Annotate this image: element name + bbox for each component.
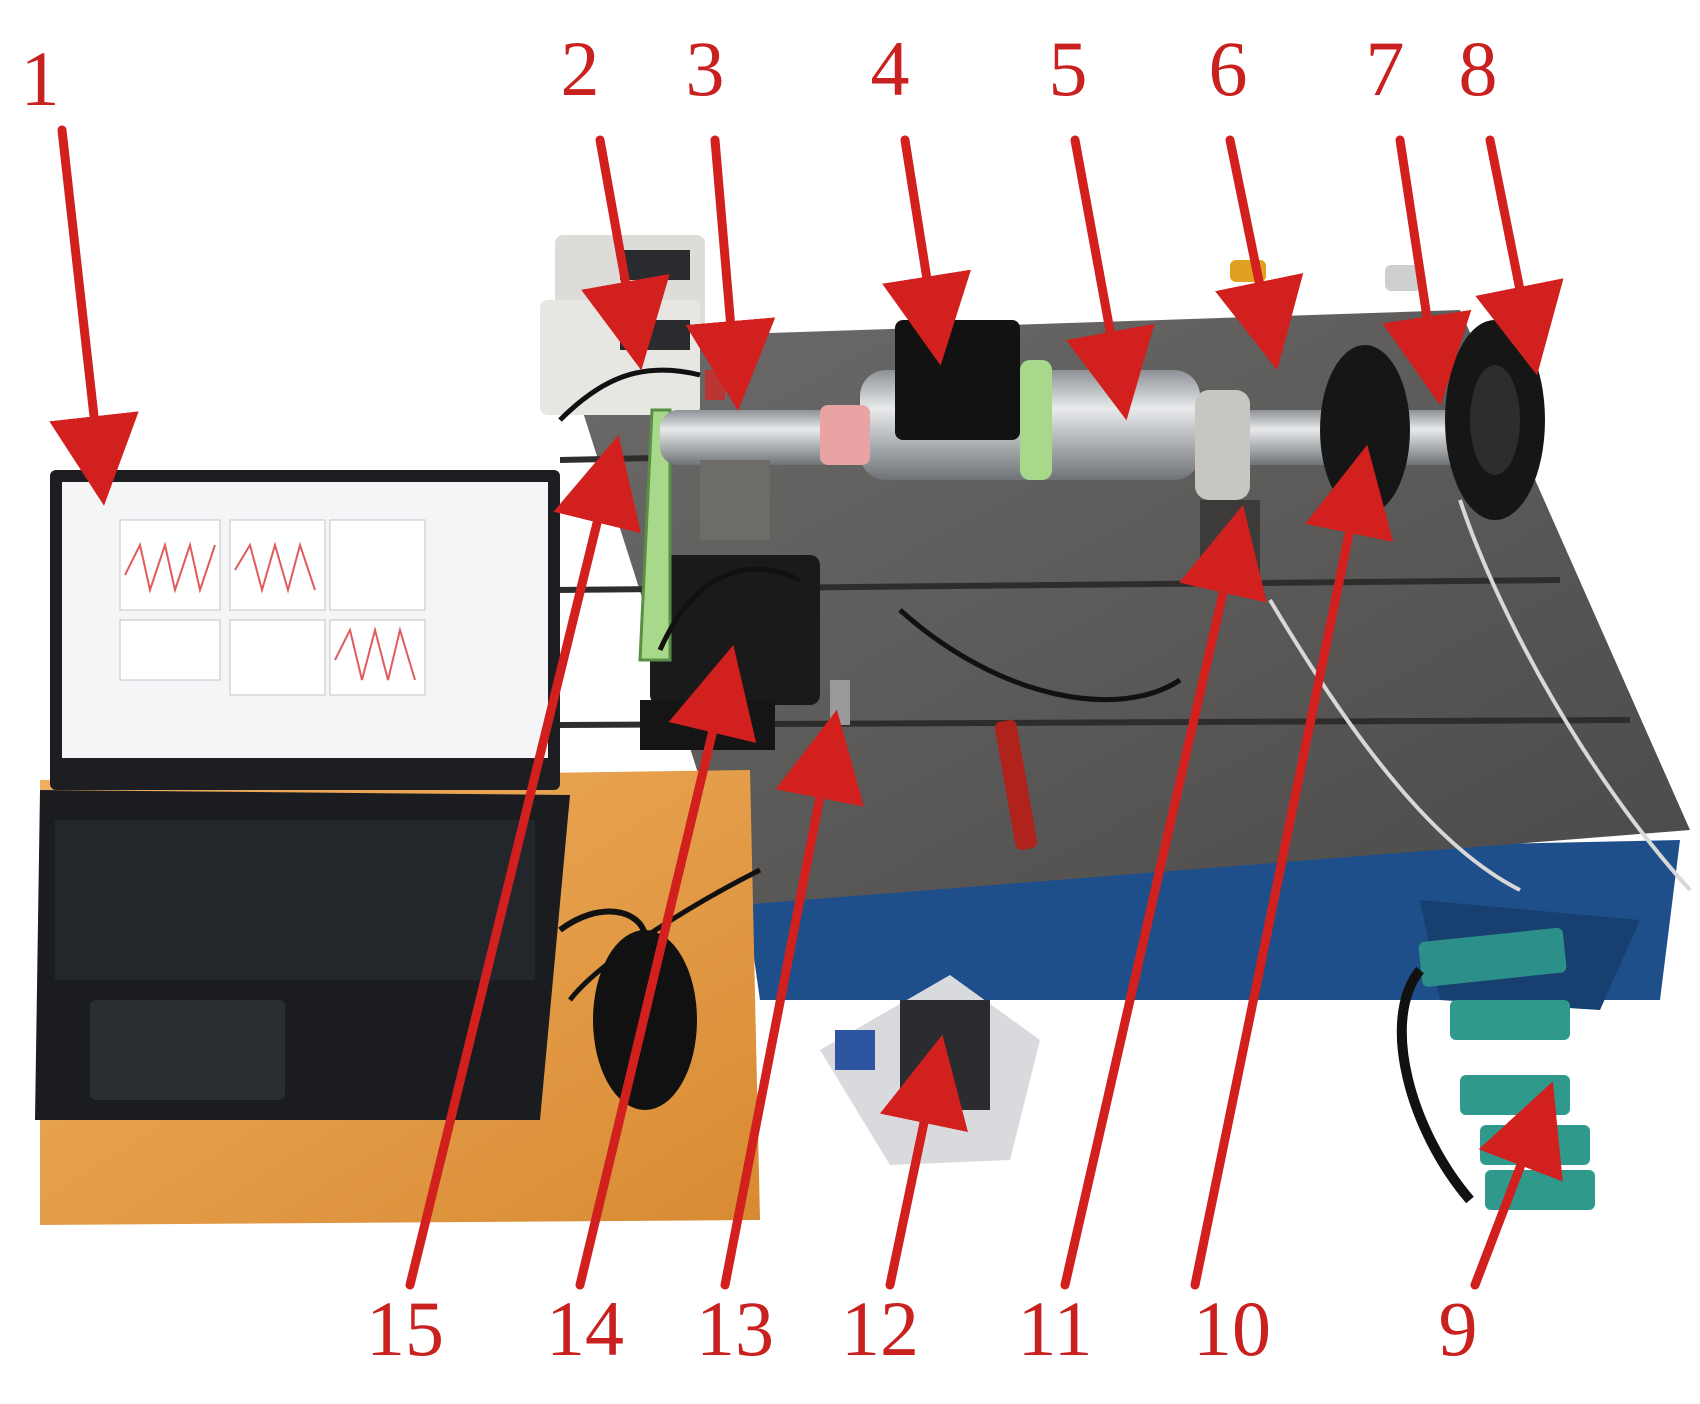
callout-label-2: 2 xyxy=(560,25,600,112)
callout-label-1: 1 xyxy=(20,35,60,122)
callout-label-8: 8 xyxy=(1458,25,1498,112)
callout-label-6: 6 xyxy=(1208,25,1248,112)
callout-arrows xyxy=(49,125,1564,1290)
callout-label-11: 11 xyxy=(1017,1285,1093,1372)
arrow-13 xyxy=(720,709,864,1290)
arrow-5 xyxy=(1065,135,1155,421)
callout-label-12: 12 xyxy=(841,1285,919,1372)
arrow-15 xyxy=(405,435,641,1290)
servo-motor xyxy=(895,320,1020,440)
laptop xyxy=(35,470,570,1120)
arrow-11 xyxy=(1060,504,1267,1290)
callout-label-7: 7 xyxy=(1365,25,1405,112)
callout-label-3: 3 xyxy=(685,25,725,112)
arrow-10 xyxy=(1190,444,1394,1290)
signal-conditioner xyxy=(820,975,1040,1165)
callout-label-10: 10 xyxy=(1193,1285,1271,1372)
arrow-14 xyxy=(575,644,757,1290)
callout-label-13: 13 xyxy=(696,1285,774,1372)
callout-label-14: 14 xyxy=(546,1285,624,1372)
arrow-4 xyxy=(882,135,972,366)
arrow-12 xyxy=(879,1034,968,1290)
arrow-7 xyxy=(1382,135,1472,406)
callout-label-4: 4 xyxy=(870,25,910,112)
arrow-8 xyxy=(1475,135,1564,376)
arrow-2 xyxy=(581,135,670,371)
callout-label-15: 15 xyxy=(366,1285,444,1372)
callout-label-9: 9 xyxy=(1438,1285,1478,1372)
arrow-6 xyxy=(1215,135,1304,371)
arrow-3 xyxy=(685,135,776,411)
clamp-tool xyxy=(994,720,1038,850)
cables xyxy=(558,367,1692,1002)
callout-label-5: 5 xyxy=(1048,25,1088,112)
arrow-9 xyxy=(1470,1081,1563,1290)
arrow-1 xyxy=(49,125,139,506)
